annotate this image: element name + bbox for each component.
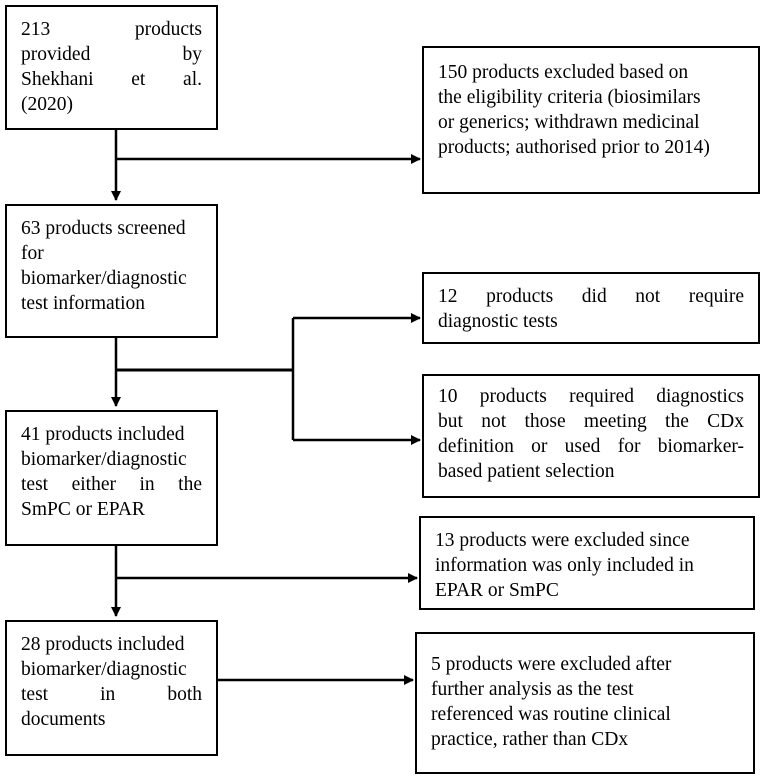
- node-line: products; authorised prior to 2014): [438, 137, 710, 158]
- node-line: SmPC or EPAR: [21, 499, 145, 520]
- node-line: 213 products: [21, 19, 202, 40]
- node-line: test information: [21, 293, 146, 314]
- node-line: but not those meeting the CDx: [438, 411, 744, 432]
- node-line: test in both: [21, 684, 202, 705]
- node-line: 5 products were excluded after: [431, 654, 672, 675]
- node-line: biomarker/diagnostic: [21, 268, 187, 289]
- node-line: definition or used for biomarker-: [438, 436, 744, 457]
- node-line: biomarker/diagnostic: [21, 449, 187, 470]
- node-screened-products: 63 products screened for biomarker/diagn…: [5, 204, 218, 338]
- node-line: EPAR or SmPC: [435, 580, 559, 601]
- node-line: for: [21, 243, 44, 264]
- node-excluded-eligibility: 150 products excluded based on the eligi…: [422, 46, 760, 194]
- node-line: test either in the: [21, 474, 202, 495]
- node-line: based patient selection: [438, 461, 615, 482]
- node-line: 150 products excluded based on: [438, 62, 689, 83]
- node-line: 28 products included: [21, 634, 185, 655]
- node-line: documents: [21, 709, 106, 730]
- node-line: the eligibility criteria (biosimilars: [438, 87, 701, 108]
- node-excluded-routine-practice: 5 products were excluded after further a…: [415, 632, 755, 774]
- node-excluded-one-document: 13 products were excluded since informat…: [419, 516, 755, 610]
- node-line: or generics; withdrawn medicinal: [438, 112, 700, 133]
- node-line: information was only included in: [435, 555, 694, 576]
- node-line: 13 products were excluded since: [435, 530, 690, 551]
- node-included-both: 28 products included biomarker/diagnosti…: [5, 620, 218, 756]
- node-line: Shekhani et al.: [21, 69, 202, 90]
- node-line: 63 products screened: [21, 218, 186, 239]
- node-line: 12 products did not require: [438, 286, 744, 307]
- node-initial-products: 213 products provided by Shekhani et al.…: [5, 5, 218, 130]
- node-line: provided by: [21, 44, 202, 65]
- node-line: 41 products included: [21, 424, 185, 445]
- node-line: referenced was routine clinical: [431, 704, 671, 725]
- node-line: (2020): [21, 94, 73, 115]
- node-excluded-no-test: 12 products did not require diagnostic t…: [422, 272, 760, 344]
- node-line: biomarker/diagnostic: [21, 659, 187, 680]
- node-line: further analysis as the test: [431, 679, 634, 700]
- node-excluded-not-cdx: 10 products required diagnostics but not…: [422, 374, 760, 498]
- node-included-either: 41 products included biomarker/diagnosti…: [5, 410, 218, 546]
- node-line: diagnostic tests: [438, 311, 558, 332]
- node-line: practice, rather than CDx: [431, 729, 629, 750]
- node-line: 10 products required diagnostics: [438, 386, 744, 407]
